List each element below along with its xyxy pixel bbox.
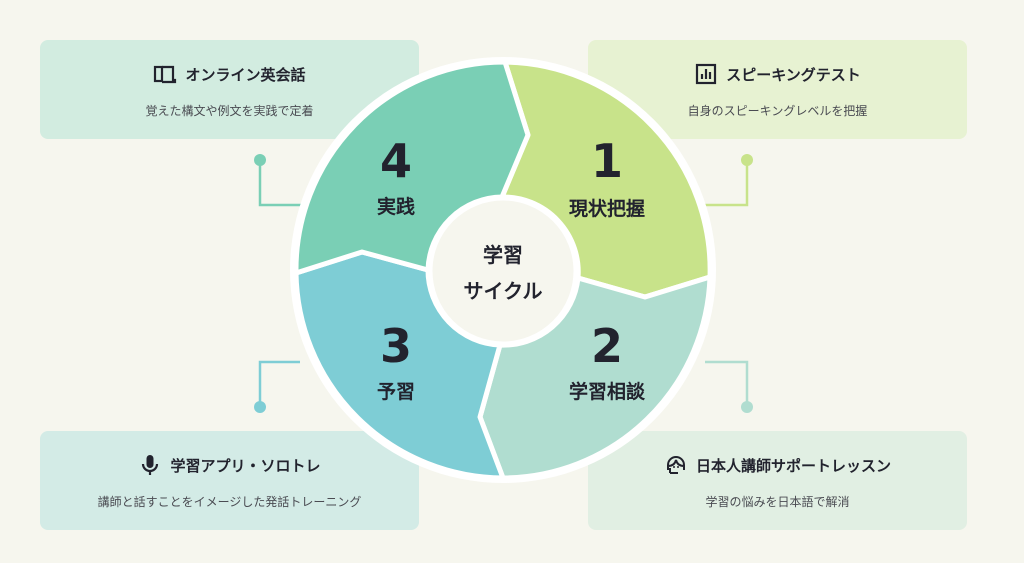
- step-label: 予習: [377, 381, 415, 403]
- headset-person-icon: [666, 456, 685, 474]
- tablet-icon: [154, 65, 177, 84]
- card-title: 日本人講師サポートレッスン: [695, 456, 891, 475]
- step-number: 4: [380, 134, 412, 188]
- connector-dot: [254, 401, 266, 413]
- card-speaking-test: スピーキングテスト 自身のスピーキングレベルを把握: [588, 40, 967, 139]
- card-japanese-support: 日本人講師サポートレッスン 学習の悩みを日本語で解消: [588, 431, 967, 530]
- step-number: 3: [380, 319, 412, 373]
- step-label: 現状把握: [569, 197, 645, 220]
- step-label: 実践: [377, 195, 415, 218]
- card-online-english: オンライン英会話 覚えた構文や例文を実践で定着: [40, 40, 419, 139]
- connector-line: [705, 160, 749, 207]
- center-subtitle: サイクル: [464, 279, 543, 303]
- center-title: 学習: [483, 243, 523, 267]
- connector-dot: [741, 154, 753, 166]
- connector-line: [258, 360, 300, 407]
- connector-dot: [254, 154, 266, 166]
- step-number: 1: [591, 134, 623, 188]
- card-subtitle: 自身のスピーキングレベルを把握: [687, 104, 868, 118]
- cycle-center: [427, 195, 579, 347]
- microphone-icon: [142, 455, 159, 475]
- card-title: 学習アプリ・ソロトレ: [170, 456, 321, 475]
- card-title: スピーキングテスト: [726, 65, 861, 84]
- connector-dot: [741, 401, 753, 413]
- step-label: 学習相談: [569, 380, 646, 403]
- connector-line: [258, 160, 305, 207]
- card-subtitle: 講師と話すことをイメージした発話トレーニング: [97, 495, 362, 509]
- card-title: オンライン英会話: [185, 65, 306, 84]
- card-subtitle: 学習の悩みを日本語で解消: [705, 495, 850, 509]
- card-subtitle: 覚えた構文や例文を実践で定着: [145, 104, 314, 118]
- connector-line: [705, 360, 749, 407]
- card-learning-app: 学習アプリ・ソロトレ 講師と話すことをイメージした発話トレーニング: [40, 431, 419, 530]
- bar-chart-icon: [696, 63, 717, 85]
- step-number: 2: [591, 319, 623, 373]
